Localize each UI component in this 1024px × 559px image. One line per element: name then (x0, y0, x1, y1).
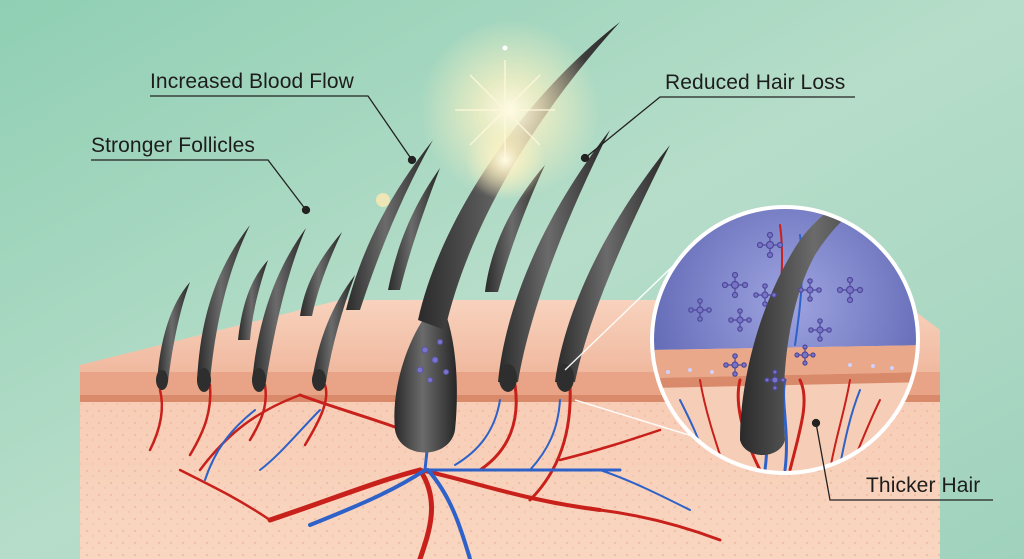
hair-strand (555, 145, 670, 382)
leader-dot (301, 205, 311, 215)
hair-strand (418, 22, 620, 330)
callout-reduced-hair-loss: Reduced Hair Loss (665, 71, 846, 94)
sparkle (502, 45, 508, 51)
magnified-inset-border (650, 205, 920, 475)
magnified-inset (564, 205, 920, 475)
hair-strand (498, 130, 610, 382)
callout-stronger-follicles: Stronger Follicles (91, 134, 256, 157)
follicle-bulbs (156, 364, 574, 392)
hair-strand (312, 275, 355, 382)
hair-strand (252, 228, 306, 382)
leader-thicker-hair (815, 422, 993, 501)
hair-strand (197, 225, 250, 382)
leader-stronger-follicles (91, 159, 307, 211)
sparkle (376, 193, 390, 207)
hair-strand (238, 260, 268, 340)
callout-leaders (91, 95, 993, 501)
leader-dot (407, 155, 417, 165)
molecules-main (416, 339, 449, 383)
leader-reduced-hair-loss (584, 96, 855, 159)
hair-strand (157, 282, 190, 382)
callout-thicker-hair: Thicker Hair (866, 474, 981, 497)
leader-dot (811, 418, 821, 428)
leader-increased-blood-flow (150, 95, 413, 161)
large-follicle-bulb (394, 300, 457, 453)
arteries (148, 383, 722, 559)
hair-strand (388, 168, 440, 290)
callout-increased-blood-flow: Increased Blood Flow (150, 70, 354, 93)
hair-strand (346, 140, 433, 310)
hair-strands (157, 22, 670, 382)
sparkle-rays (455, 60, 555, 160)
leader-dot (580, 153, 590, 163)
hair-strand (300, 232, 342, 316)
